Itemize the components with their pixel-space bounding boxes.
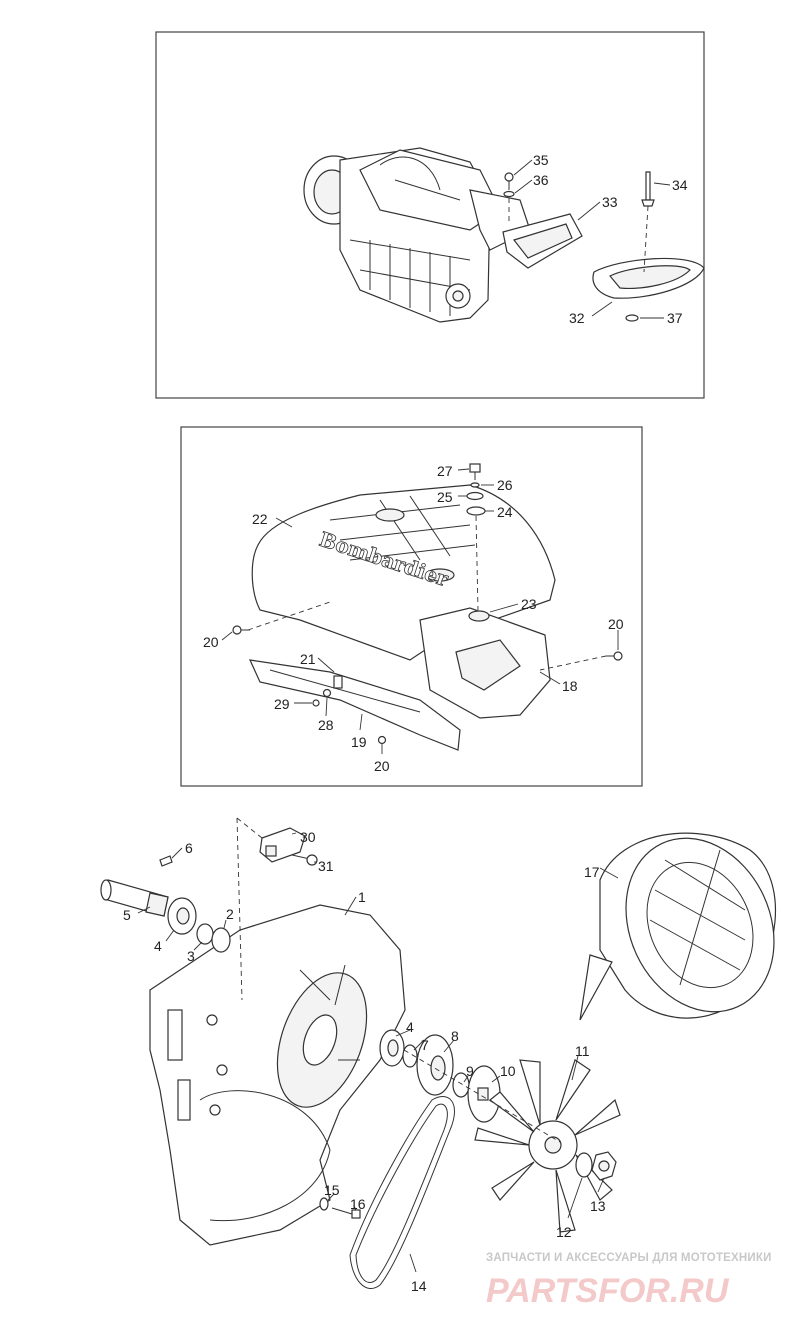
callout-2: 2	[226, 906, 234, 922]
callout-20b: 20	[203, 634, 219, 650]
bolt-34	[641, 171, 655, 207]
screw-20-bottom	[377, 735, 387, 745]
key-6	[159, 855, 173, 867]
bracket-30	[259, 827, 306, 863]
callout-17: 17	[584, 864, 600, 880]
callout-9: 9	[466, 1063, 474, 1079]
callout-26: 26	[497, 477, 513, 493]
callout-20c: 20	[374, 758, 390, 774]
fan-housing-1	[149, 904, 406, 1246]
washer-36	[503, 190, 515, 198]
callout-25: 25	[437, 489, 453, 505]
bolt-31	[291, 854, 318, 866]
bearing-4-pulley	[379, 1029, 405, 1067]
callout-3: 3	[187, 948, 195, 964]
callout-16: 16	[350, 1196, 366, 1212]
callout-11: 11	[575, 1043, 590, 1059]
callout-1: 1	[358, 889, 366, 905]
callout-37: 37	[667, 310, 683, 326]
panel-engine-intake	[155, 31, 705, 399]
clip-21	[333, 675, 343, 689]
callout-7: 7	[421, 1037, 429, 1053]
leader-lines-panel-3	[137, 832, 619, 1273]
callout-35: 35	[533, 152, 549, 168]
callout-8: 8	[451, 1028, 459, 1044]
callout-12: 12	[556, 1224, 572, 1240]
screw-20-right	[606, 651, 623, 661]
screw-20-left	[232, 625, 250, 635]
watermark-logo: PARTSFOR.RU	[486, 1272, 730, 1310]
snap-ring-3	[196, 923, 214, 945]
callout-20a: 20	[608, 616, 624, 632]
callout-33: 33	[602, 194, 618, 210]
lock-washer-12	[575, 1152, 593, 1178]
washer-28	[322, 688, 332, 698]
callout-22: 22	[252, 511, 268, 527]
cover-lower-duct-18	[419, 607, 551, 719]
panel-engine-cover	[180, 426, 643, 787]
drive-belt-14	[349, 1096, 455, 1290]
callout-31: 31	[318, 858, 334, 874]
callout-34: 34	[672, 177, 688, 193]
air-intake-silencer-33	[502, 213, 583, 269]
watermark: ЗАПЧАСТИ И АКСЕССУАРЫ ДЛЯ МОТОТЕХНИКИ PA…	[486, 1252, 772, 1310]
bolt-27	[469, 463, 481, 480]
bearing-4-shaft	[167, 897, 197, 935]
bolt-29	[312, 699, 320, 707]
grommet-23	[468, 610, 490, 622]
callout-10: 10	[500, 1063, 516, 1079]
washer-15	[319, 1197, 329, 1211]
cover-support-rail-19	[248, 659, 461, 751]
callout-5: 5	[123, 907, 131, 923]
fan-blade-11	[474, 1059, 621, 1233]
drive-shaft-5	[100, 879, 169, 917]
watermark-caption: ЗАПЧАСТИ И АКСЕССУАРЫ ДЛЯ МОТОТЕХНИКИ	[486, 1252, 772, 1264]
callout-29: 29	[274, 696, 290, 712]
callout-30: 30	[300, 829, 316, 845]
callout-13: 13	[590, 1198, 606, 1214]
callout-4b: 4	[406, 1019, 414, 1035]
callout-24: 24	[497, 504, 513, 520]
fan-shroud-17	[579, 832, 777, 1021]
engine-assembly	[303, 147, 531, 323]
pulley-half-8	[416, 1034, 454, 1096]
screw-35	[504, 172, 514, 190]
callout-4a: 4	[154, 938, 162, 954]
callout-36: 36	[533, 172, 549, 188]
leader-lines-panel-1	[513, 159, 671, 319]
nut-13	[591, 1151, 617, 1181]
washer-7	[402, 1044, 418, 1068]
callout-15: 15	[324, 1182, 340, 1198]
callout-27: 27	[437, 463, 453, 479]
circlip-2	[211, 927, 231, 953]
callout-6: 6	[185, 840, 193, 856]
callout-18: 18	[562, 678, 578, 694]
callout-32: 32	[569, 310, 585, 326]
washer-25	[466, 491, 484, 501]
callout-28: 28	[318, 717, 334, 733]
grommet-24	[466, 506, 486, 516]
callout-19: 19	[351, 734, 367, 750]
callout-14: 14	[411, 1278, 427, 1294]
callout-21: 21	[300, 651, 316, 667]
pulley-half-10	[467, 1065, 501, 1123]
leader-lines-panel-2	[221, 468, 619, 754]
washer-37	[625, 314, 639, 322]
intake-boot-32	[592, 257, 705, 299]
callout-23: 23	[521, 596, 537, 612]
washer-26	[470, 482, 480, 488]
